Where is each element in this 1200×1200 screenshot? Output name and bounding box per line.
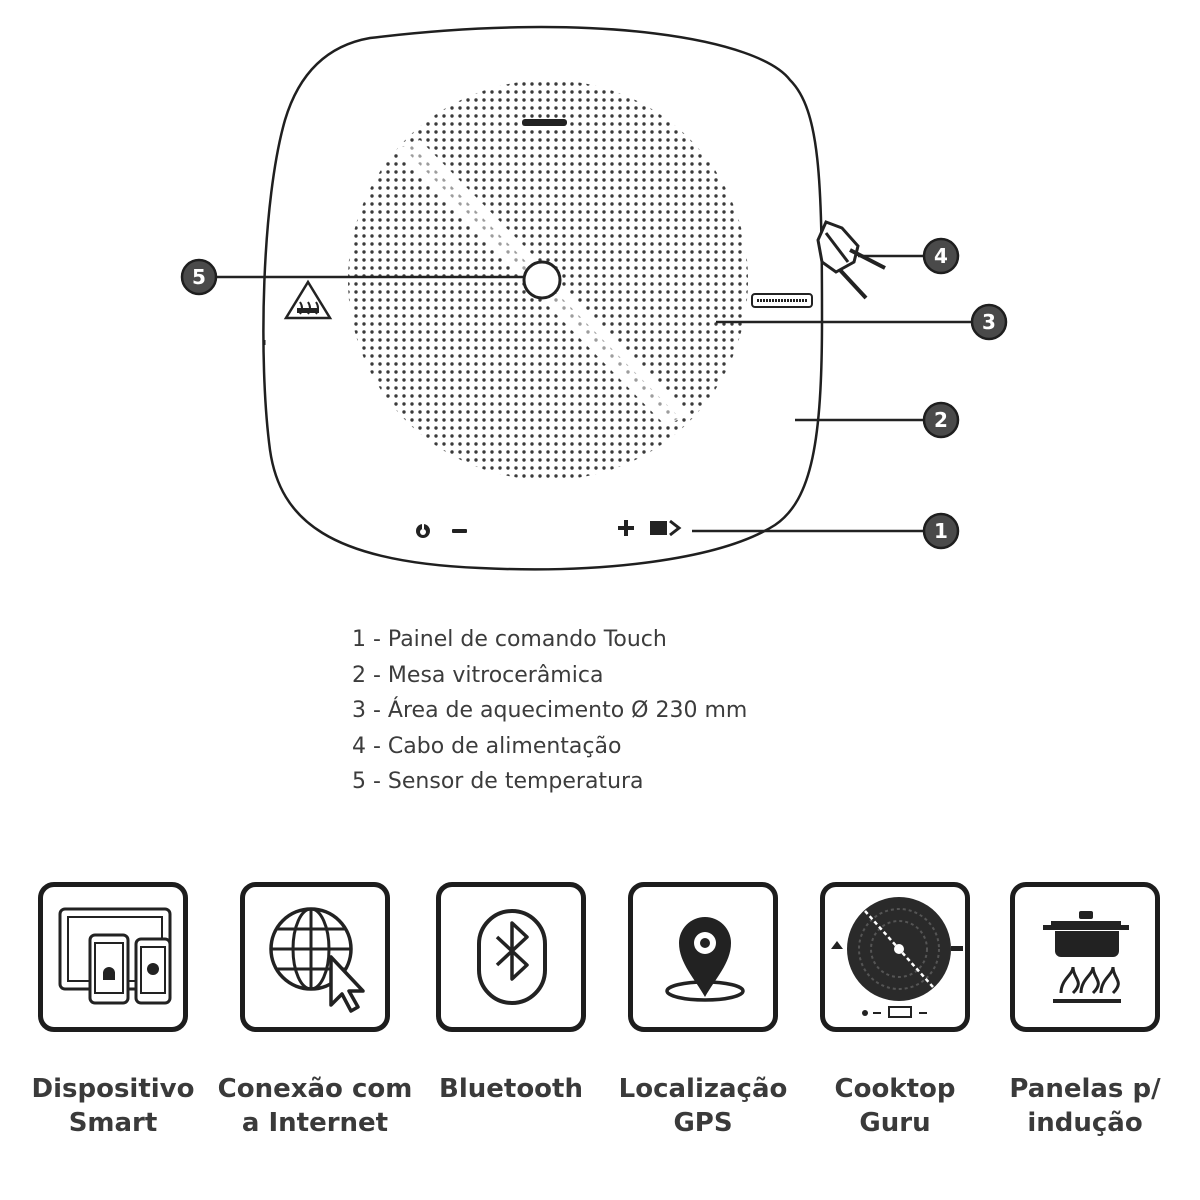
feature-label: Dispositivo Smart xyxy=(31,1074,195,1138)
svg-text:4: 4 xyxy=(934,244,948,268)
callout-badge-5: 5 xyxy=(180,258,218,296)
legend-item: 5 - Sensor de temperatura xyxy=(352,769,644,794)
legend-item: 4 - Cabo de alimentação xyxy=(352,733,622,759)
leader-lines xyxy=(213,254,973,533)
svg-text:1: 1 xyxy=(934,519,948,543)
feature-label: Conexão com a Internet xyxy=(217,1074,413,1138)
callout-badge-1: 1 xyxy=(922,512,960,550)
legend-item: 3 - Área de aquecimento Ø 230 mm xyxy=(352,698,748,723)
callout-badge-3: 3 xyxy=(970,303,1008,341)
callout-badge-2: 2 xyxy=(922,401,960,439)
heating-zone xyxy=(348,80,748,480)
smart-devices-icon xyxy=(38,882,188,1032)
hot-surface-warning-icon xyxy=(283,279,333,320)
cooktop-icon xyxy=(820,882,970,1032)
svg-text:5: 5 xyxy=(192,265,206,289)
power-plug-icon xyxy=(816,220,886,300)
feature-label: Bluetooth xyxy=(439,1074,583,1104)
bluetooth-icon xyxy=(436,882,586,1032)
svg-text:3: 3 xyxy=(982,310,996,334)
legend-item: 1 - Painel de comando Touch xyxy=(352,627,667,652)
globe-cursor-icon xyxy=(240,882,390,1032)
cooktop-diagram: 5 4 3 2 1 xyxy=(180,25,1008,571)
feature-label: Localização GPS xyxy=(618,1074,788,1138)
svg-text:2: 2 xyxy=(934,408,948,432)
minus-icon xyxy=(452,529,467,533)
plus-icon xyxy=(618,520,634,536)
parts-legend: 1 - Painel de comando Touch 2 - Mesa vit… xyxy=(352,622,747,800)
legend-item: 2 - Mesa vitrocerâmica xyxy=(352,662,604,688)
map-pin-icon xyxy=(628,882,778,1032)
temperature-sensor xyxy=(522,260,562,300)
callout-badge-4: 4 xyxy=(922,237,960,275)
top-indicator xyxy=(522,119,567,126)
induction-pot-icon xyxy=(1010,882,1160,1032)
touch-panel xyxy=(416,519,682,538)
feature-label: Panelas p/ indução xyxy=(1009,1074,1161,1138)
feature-label: Cooktop Guru xyxy=(834,1074,956,1138)
power-icon xyxy=(416,523,430,538)
timer-icon xyxy=(650,519,682,537)
